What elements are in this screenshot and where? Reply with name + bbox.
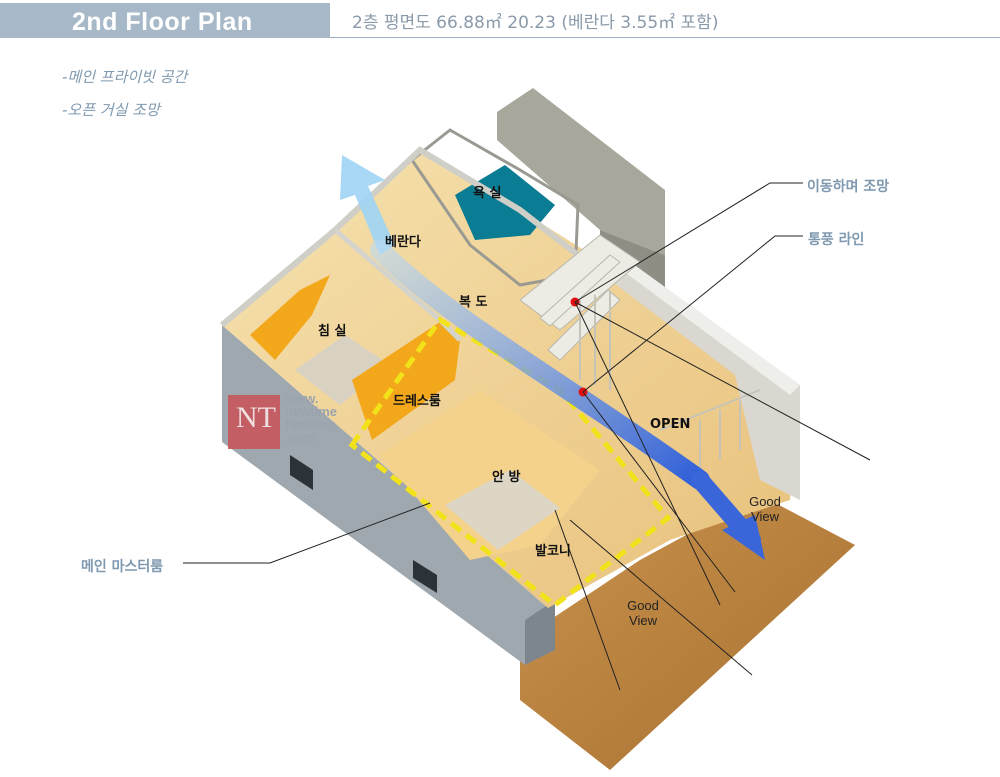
bedroom-bed — [295, 335, 390, 405]
room-label-dressroom: 드레스룸 — [393, 393, 441, 409]
callout-master-room: 메인 마스터룸 — [81, 559, 164, 575]
watermark-line: housing — [285, 417, 336, 432]
room-label-veranda: 베란다 — [385, 234, 421, 250]
staircase — [519, 234, 641, 361]
header-bar: 2nd Floor Plan — [0, 3, 330, 38]
room-label-bath: 욕 실 — [473, 185, 501, 201]
room-label-open: OPEN — [650, 417, 690, 432]
note-private-space: -메인 프라이빗 공간 — [62, 68, 188, 86]
room-label-balcony: 발코니 — [535, 543, 571, 559]
callout-ventilation-line: 통풍 라인 — [808, 232, 865, 248]
good-view-right-line1: Good — [749, 494, 781, 509]
wall-outline — [220, 146, 612, 328]
building-left-wall — [222, 325, 548, 665]
floor-area-info: 2층 평면도 66.88㎡ 20.23 (베란다 3.55㎡ 포함) — [352, 13, 719, 33]
watermark-line: www. — [285, 391, 319, 406]
ventilation-flow-end — [691, 471, 761, 549]
view-sight-lines — [554, 301, 871, 691]
watermark-line: .com — [285, 430, 316, 445]
callout-leader-move-view — [574, 182, 803, 303]
good-view-bottom-line2: View — [629, 613, 658, 628]
wall-window-2 — [413, 560, 437, 593]
bathroom-wall — [409, 128, 580, 287]
wall-window-1 — [290, 455, 313, 490]
watermark-line: newtime — [285, 404, 338, 419]
good-view-bottom-line1: Good — [627, 598, 659, 613]
good-view-right-line2: View — [751, 509, 780, 524]
ventilation-arrow-head — [340, 155, 395, 255]
right-wing — [600, 240, 800, 500]
watermark-monogram: NT — [236, 401, 276, 434]
wood-deck — [520, 495, 855, 770]
callout-leader-master — [183, 502, 431, 564]
railings — [579, 290, 761, 470]
header-divider — [330, 37, 1000, 38]
room-label-bedroom: 침 실 — [318, 323, 346, 339]
callout-move-view: 이동하며 조망 — [807, 179, 890, 195]
room-label-hallway: 복 도 — [459, 295, 487, 310]
right-wing-top — [595, 240, 800, 395]
watermark-logo: NT — [228, 395, 280, 449]
page-title: 2nd Floor Plan — [72, 8, 253, 36]
roof-slab — [497, 88, 665, 255]
note-open-living-view: -오픈 거실 조망 — [62, 101, 160, 119]
master-bed — [445, 470, 560, 550]
building-front-wall — [525, 600, 555, 665]
bedroom-closet — [250, 275, 330, 360]
watermark-url: www. newtime housing .com — [285, 392, 365, 444]
room-label-master: 안 방 — [492, 469, 520, 485]
floor-slab — [222, 150, 800, 608]
ventilation-flow — [370, 240, 710, 490]
